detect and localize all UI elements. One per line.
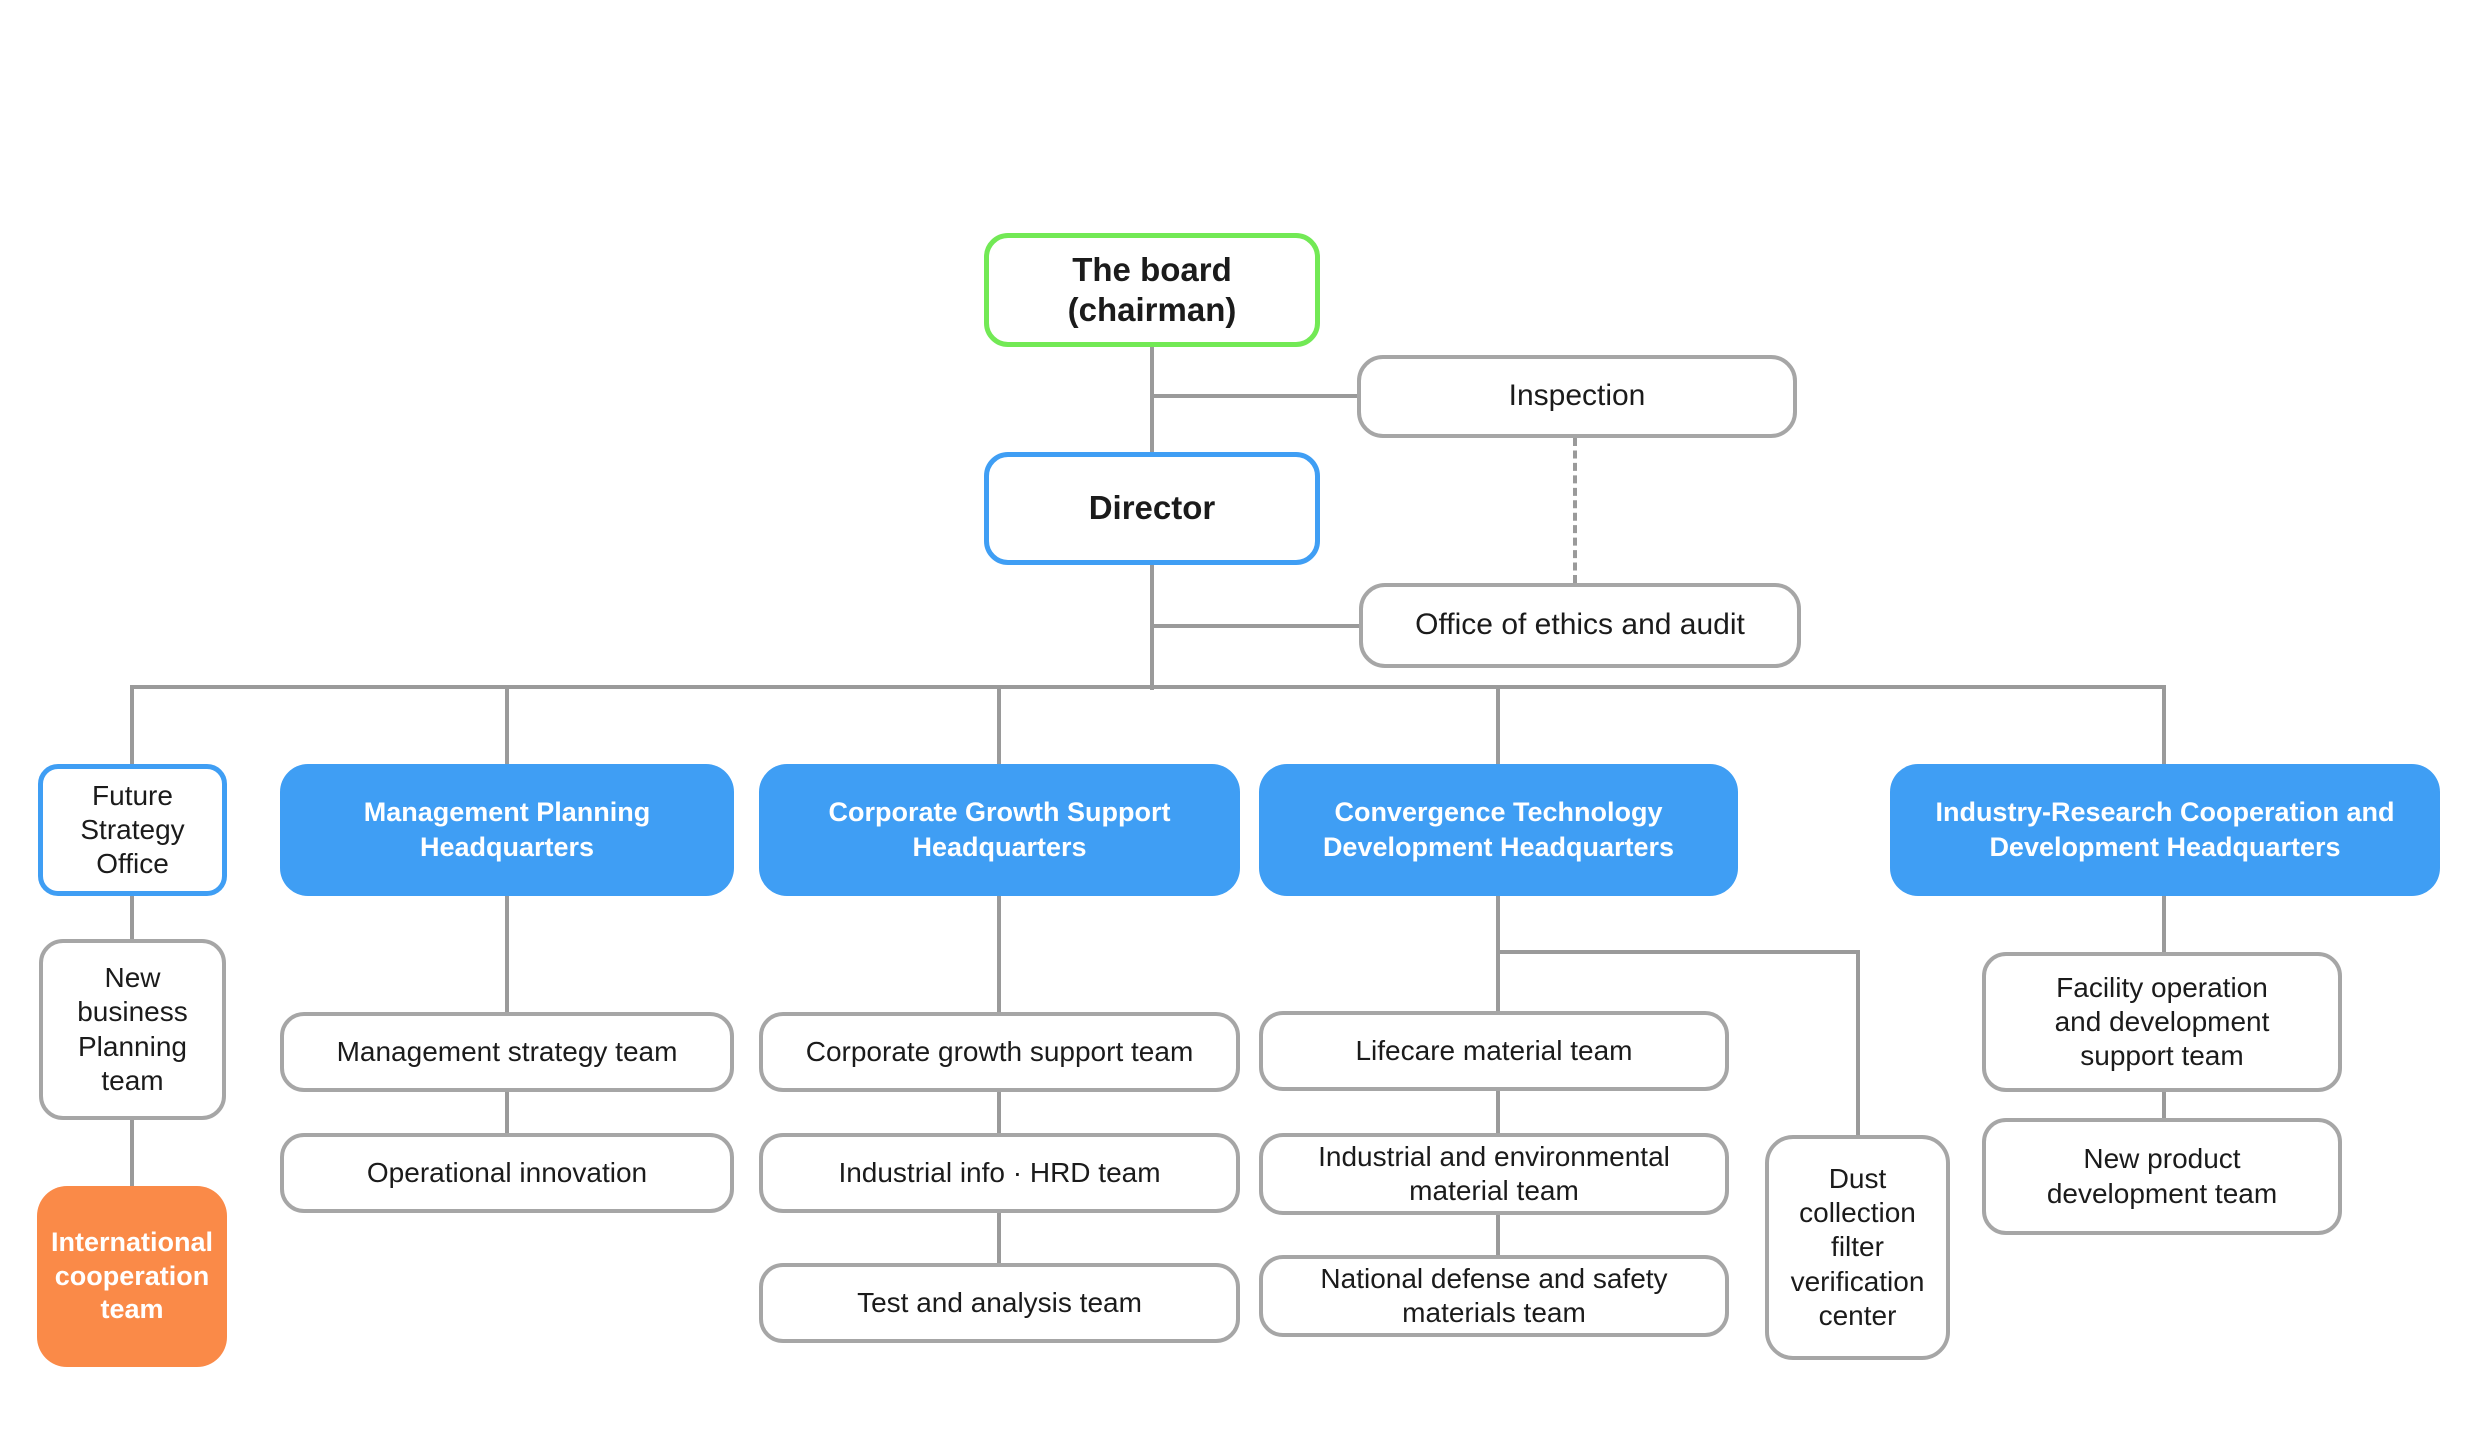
connector-management-strategy [505,896,509,1012]
node-future-strategy-label: Future Strategy Office [80,779,185,880]
connector-convergence-dust-horizontal [1498,950,1858,954]
connector-growth-indinfo [997,1092,1001,1133]
connector-corporate-growth [997,896,1001,1012]
node-ind-env-label: Industrial and environmental material te… [1318,1140,1670,1206]
connector-branch-convergence [1496,687,1500,764]
connector-newbusiness-intl [130,1120,134,1186]
connector-future-newbusiness [130,896,134,939]
node-new-product-label: New product development team [2046,1143,2278,1209]
node-director: Director [984,452,1320,565]
node-corporate-growth-support-team: Corporate growth support team [759,1012,1240,1092]
node-industrial-info-hrd-team: Industrial info · HRD team [759,1133,1240,1213]
connector-strategy-innovation [505,1092,509,1133]
node-op-innovation-label: Operational innovation [366,1156,648,1188]
node-international-cooperation-team: International cooperation team [37,1186,227,1367]
node-the-board: The board (chairman) [984,233,1320,347]
node-lifecare-material-team: Lifecare material team [1259,1011,1729,1091]
node-mgmt-strategy-label: Management strategy team [336,1035,678,1067]
node-natl-defense-label: National defense and safety materials te… [1320,1262,1668,1328]
connector-dust-vertical [1856,950,1860,1135]
connector-facility-newproduct [2162,1092,2166,1118]
node-new-business-planning-team: New business Planning team [39,939,226,1120]
node-inspection: Inspection [1357,355,1797,438]
connector-branch-industry [2162,687,2166,764]
connector-director-ethics [1152,624,1359,628]
node-hq-convergence-label: Convergence Technology Development Headq… [1322,796,1675,862]
node-ind-info-label: Industrial info · HRD team [838,1156,1161,1188]
connector-inspection-ethics-dashed [1573,438,1577,583]
connector-indenv-natldef [1496,1215,1500,1255]
node-hq-management-label: Management Planning Headquarters [363,796,651,862]
node-corp-growth-label: Corporate growth support team [805,1035,1194,1067]
connector-industry-facility [2162,896,2166,952]
connector-board-director [1150,347,1154,452]
node-dust-center-label: Dust collection filter verification cent… [1790,1163,1925,1331]
node-new-product-development-team: New product development team [1982,1118,2342,1235]
connector-branch-management [505,687,509,764]
node-national-defense-safety-materials-team: National defense and safety materials te… [1259,1255,1729,1337]
node-ethics-label: Office of ethics and audit [1415,608,1745,642]
node-hq-corporate-label: Corporate Growth Support Headquarters [828,796,1171,862]
node-management-strategy-team: Management strategy team [280,1012,734,1092]
connector-branch-corporate [997,687,1001,764]
node-office-of-ethics-and-audit: Office of ethics and audit [1359,583,1801,668]
node-director-label: Director [1088,489,1216,527]
node-the-board-label: The board (chairman) [1067,250,1237,328]
node-operational-innovation: Operational innovation [280,1133,734,1213]
connector-branch-future [130,687,134,764]
node-intl-coop-label: International cooperation team [50,1226,213,1325]
node-convergence-technology-development-headquarters: Convergence Technology Development Headq… [1259,764,1738,896]
connector-lifecare-indenv [1496,1091,1500,1133]
connector-indinfo-test [997,1213,1001,1263]
connector-main-horizontal [130,685,2166,689]
node-facility-label: Facility operation and development suppo… [2054,971,2270,1072]
node-dust-collection-filter-verification-center: Dust collection filter verification cent… [1765,1135,1950,1360]
node-management-planning-headquarters: Management Planning Headquarters [280,764,734,896]
node-facility-operation-development-support-team: Facility operation and development suppo… [1982,952,2342,1092]
node-lifecare-label: Lifecare material team [1355,1034,1633,1066]
node-new-business-label: New business Planning team [77,962,188,1096]
node-future-strategy-office: Future Strategy Office [38,764,227,896]
node-industry-research-cooperation-headquarters: Industry-Research Cooperation and Develo… [1890,764,2440,896]
node-inspection-label: Inspection [1508,379,1646,413]
node-industrial-environmental-material-team: Industrial and environmental material te… [1259,1133,1729,1215]
node-test-analysis-label: Test and analysis team [857,1286,1142,1318]
connector-board-inspection [1152,394,1357,398]
node-test-and-analysis-team: Test and analysis team [759,1263,1240,1343]
node-hq-industry-label: Industry-Research Cooperation and Develo… [1935,796,2395,862]
node-corporate-growth-support-headquarters: Corporate Growth Support Headquarters [759,764,1240,896]
